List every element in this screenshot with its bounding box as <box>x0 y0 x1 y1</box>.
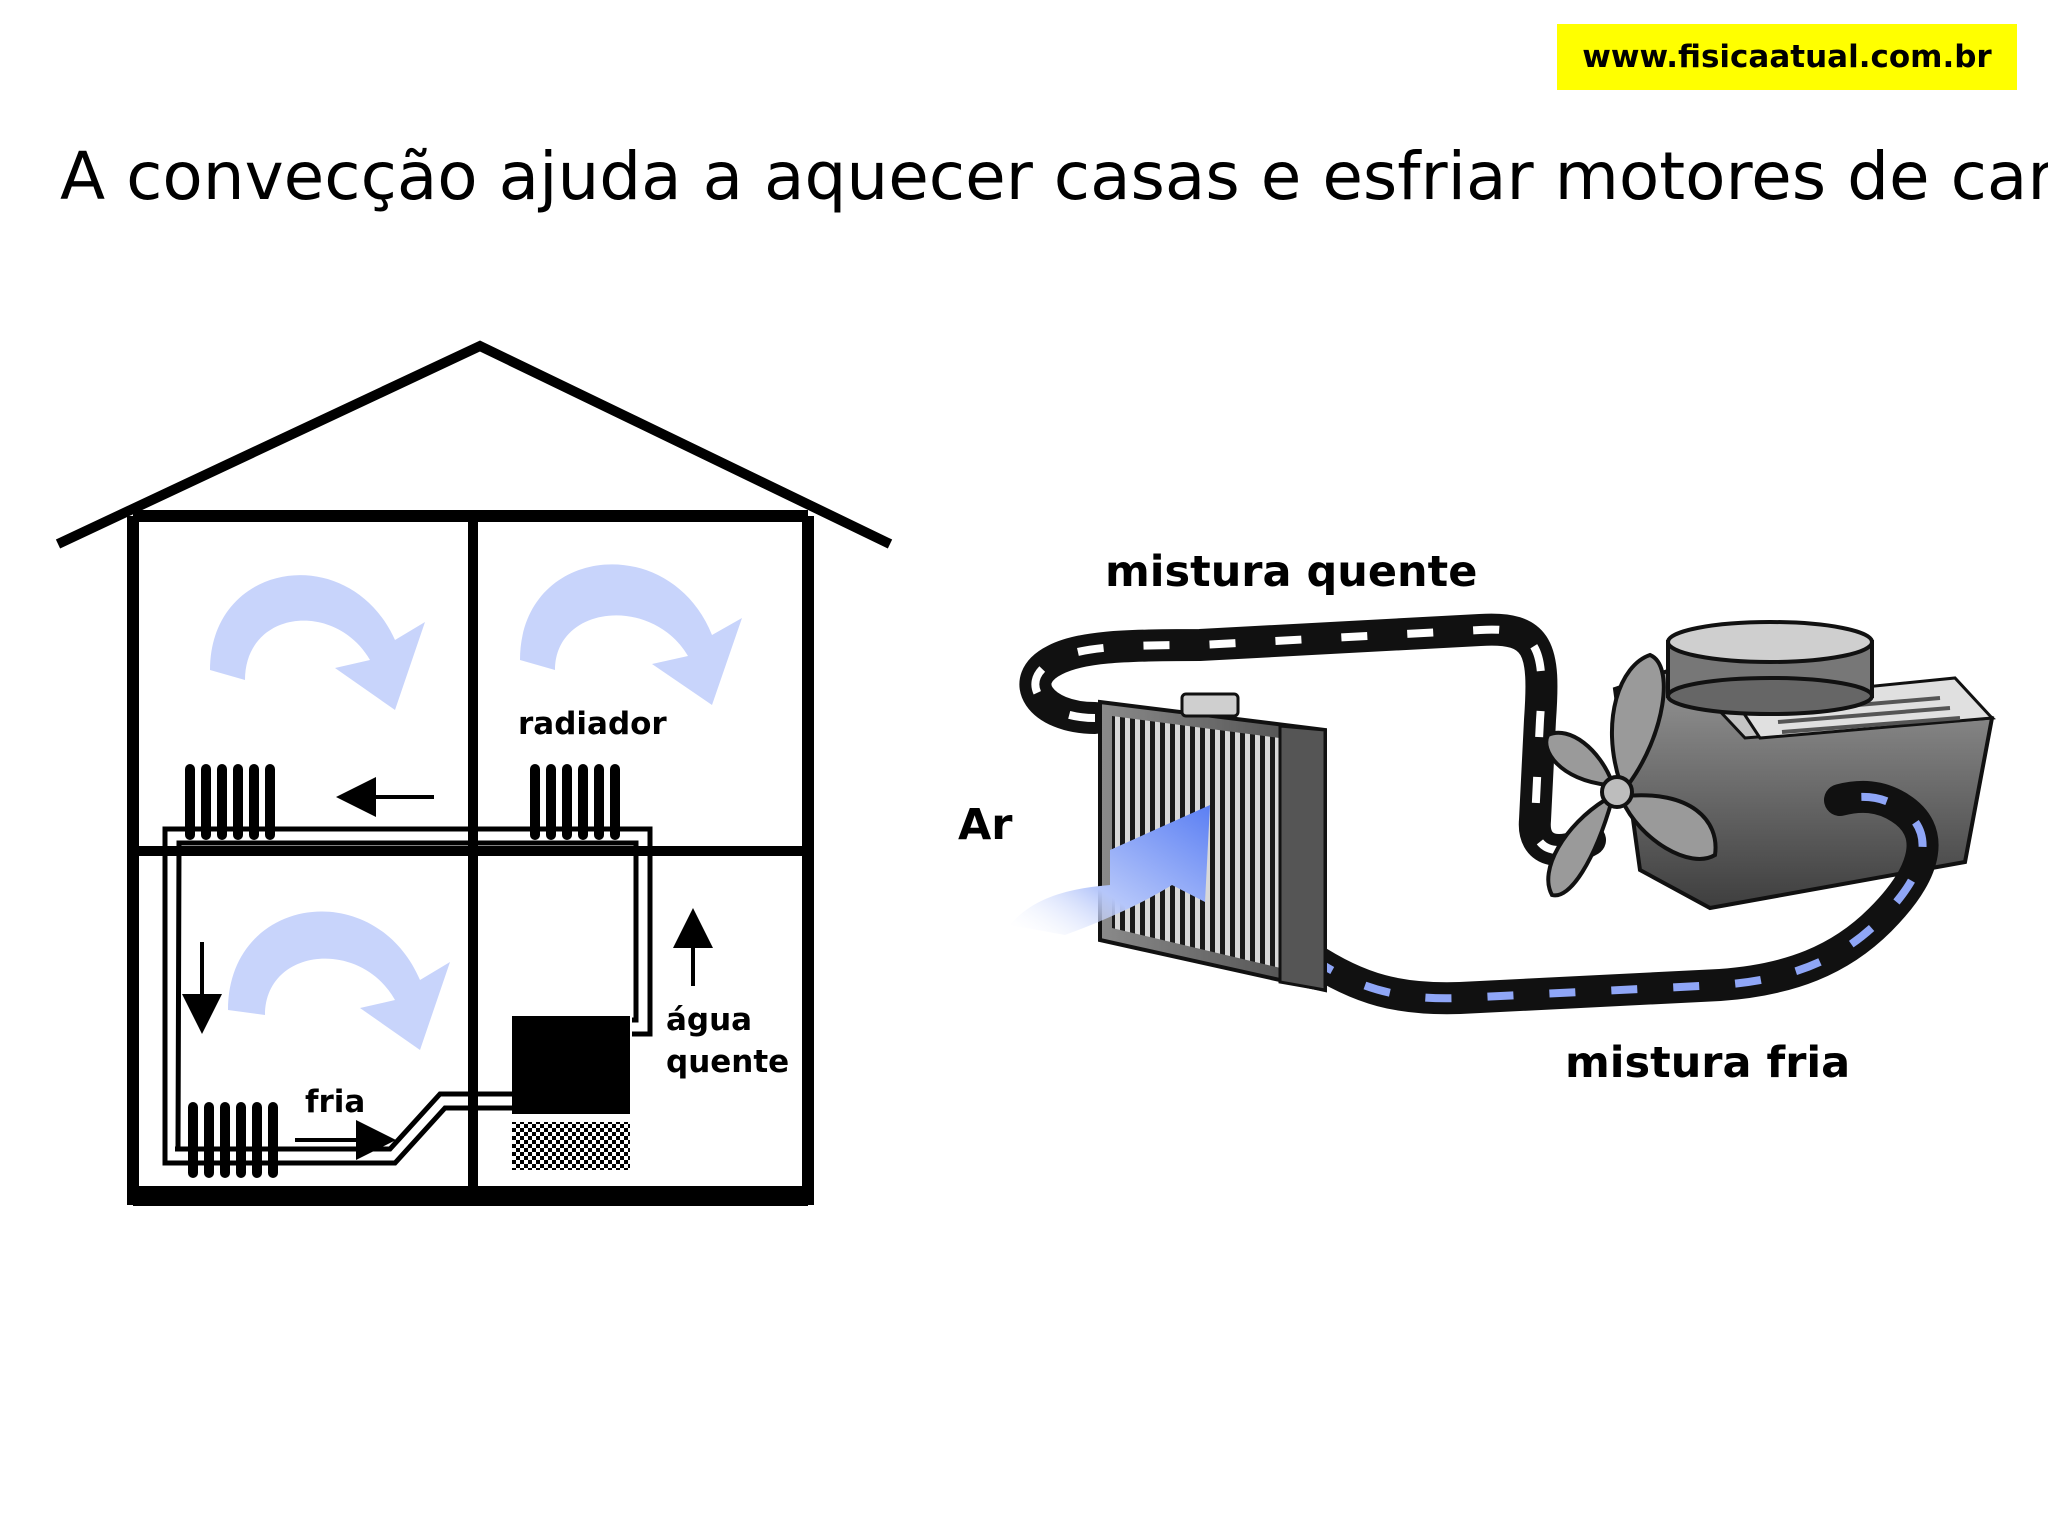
convection-arrow <box>520 564 742 705</box>
label-hot-water-2: quente <box>666 1044 790 1080</box>
slide-title: A convecção ajuda a aquecer casas e esfr… <box>60 138 2048 215</box>
convection-arrow <box>228 911 450 1050</box>
website-url-badge: www.fisicaatual.com.br <box>1557 24 2017 90</box>
label-cold-mix: mistura fria <box>1565 1038 1851 1088</box>
label-radiator: radiador <box>518 706 667 742</box>
water-pipe <box>162 826 653 1166</box>
foundation <box>133 1186 808 1206</box>
car-radiator <box>1098 692 1327 993</box>
radiator-cap <box>1180 692 1240 718</box>
air-flow-arrow <box>1010 805 1210 935</box>
car-cooling-diagram <box>1010 613 1997 1015</box>
radiator-upper-left <box>185 764 275 840</box>
cooling-fan <box>1544 652 1718 898</box>
cold-hose <box>1294 780 1939 1015</box>
label-hot-mix: mistura quente <box>1105 547 1478 597</box>
boiler-burner <box>512 1122 630 1170</box>
radiator-lower-left <box>188 1102 278 1178</box>
roof <box>55 340 893 549</box>
label-cold: fria <box>305 1084 366 1120</box>
convection-arrow <box>210 575 425 710</box>
label-air: Ar <box>958 800 1013 850</box>
label-hot-water-1: água <box>666 1002 753 1038</box>
house-diagram <box>55 340 893 1206</box>
radiator-upper-right <box>530 764 620 840</box>
hot-hose <box>1019 613 1606 866</box>
boiler-tank <box>512 1016 630 1114</box>
